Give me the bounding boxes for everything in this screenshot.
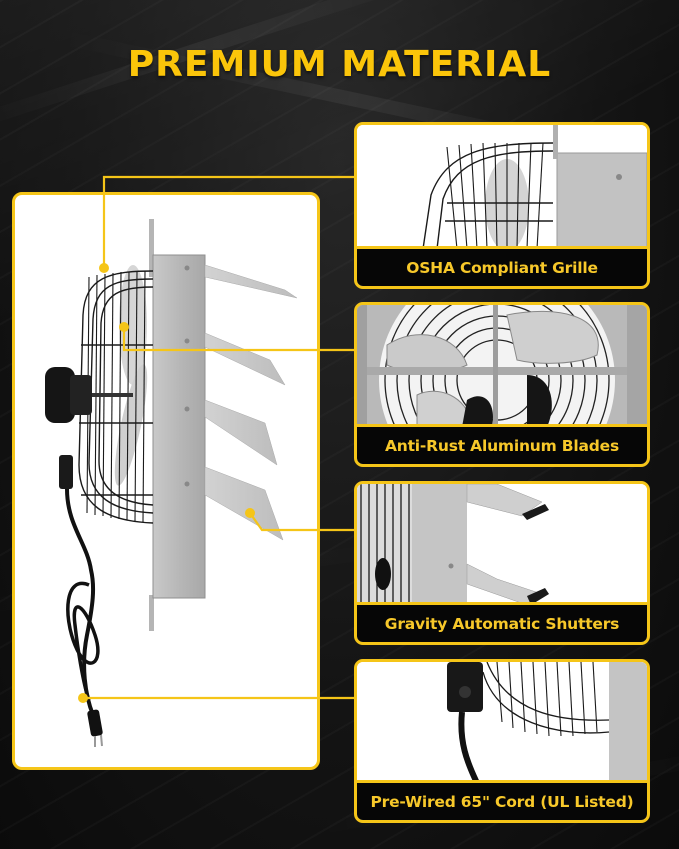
page-title: PREMIUM MATERIAL	[127, 44, 552, 85]
wire-grille-image	[357, 125, 647, 246]
feature-caption: OSHA Compliant Grille	[357, 246, 647, 286]
feature-card-cord: Pre-Wired 65" Cord (UL Listed)	[354, 659, 650, 823]
feature-card-blades: Anti-Rust Aluminum Blades	[354, 302, 650, 467]
aluminum-blades-image	[357, 305, 647, 424]
power-cord-image	[357, 662, 647, 780]
feature-caption: Pre-Wired 65" Cord (UL Listed)	[357, 780, 647, 820]
fan-side-view-image	[45, 219, 298, 747]
feature-caption: Gravity Automatic Shutters	[357, 602, 647, 642]
main-product-image-panel	[12, 192, 320, 770]
feature-caption: Anti-Rust Aluminum Blades	[357, 424, 647, 464]
feature-card-shutters: Gravity Automatic Shutters	[354, 481, 650, 645]
shutters-image	[357, 484, 647, 602]
feature-card-grille: OSHA Compliant Grille	[354, 122, 650, 289]
